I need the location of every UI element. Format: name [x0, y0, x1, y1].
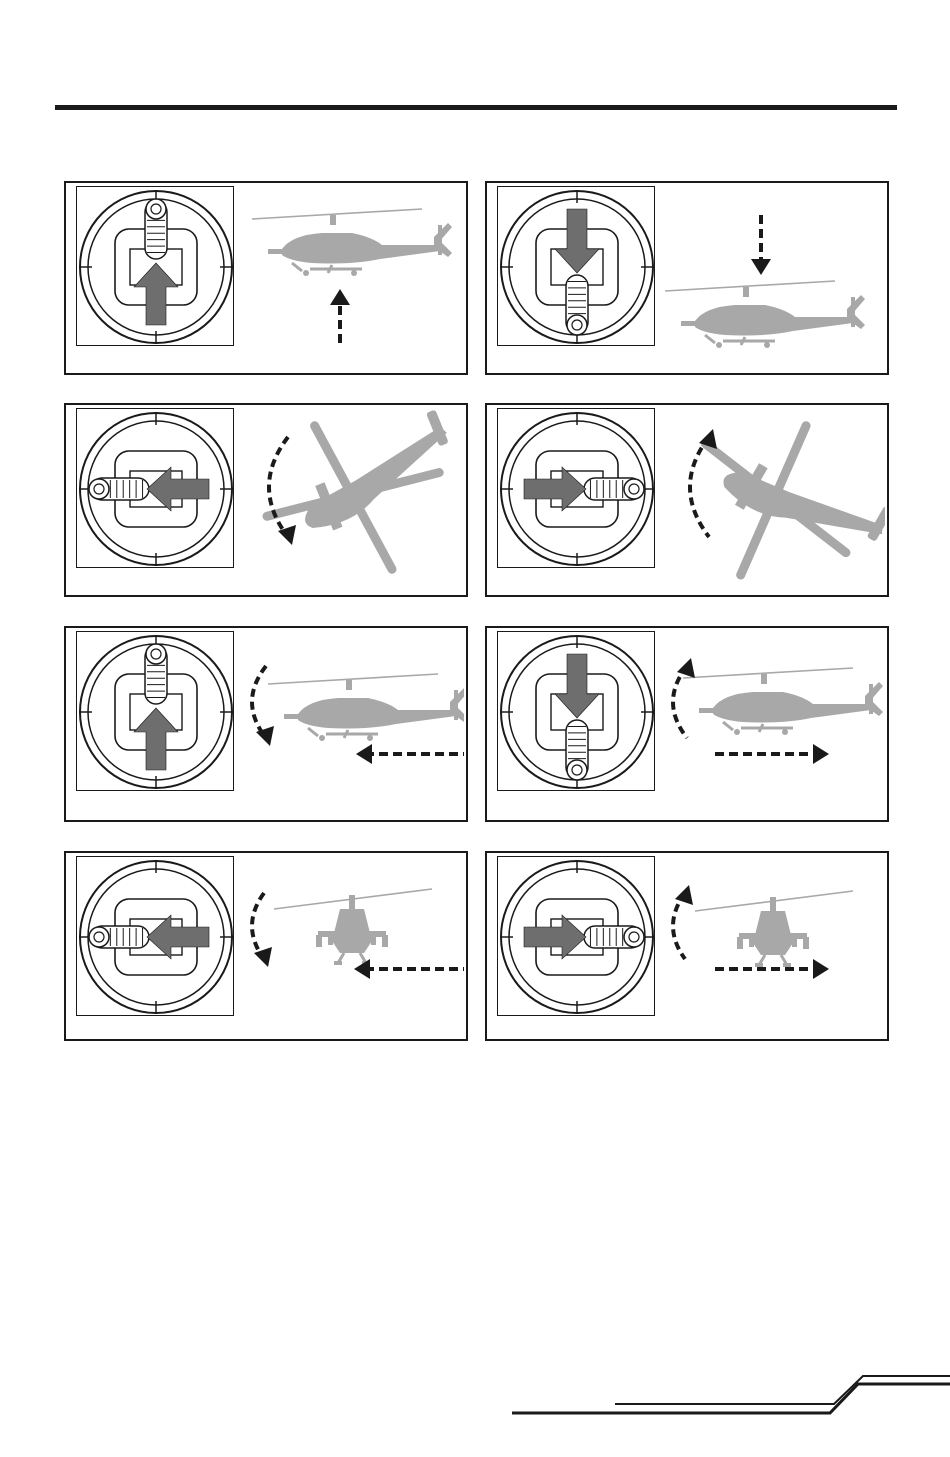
footer-decoration — [0, 0, 950, 1457]
